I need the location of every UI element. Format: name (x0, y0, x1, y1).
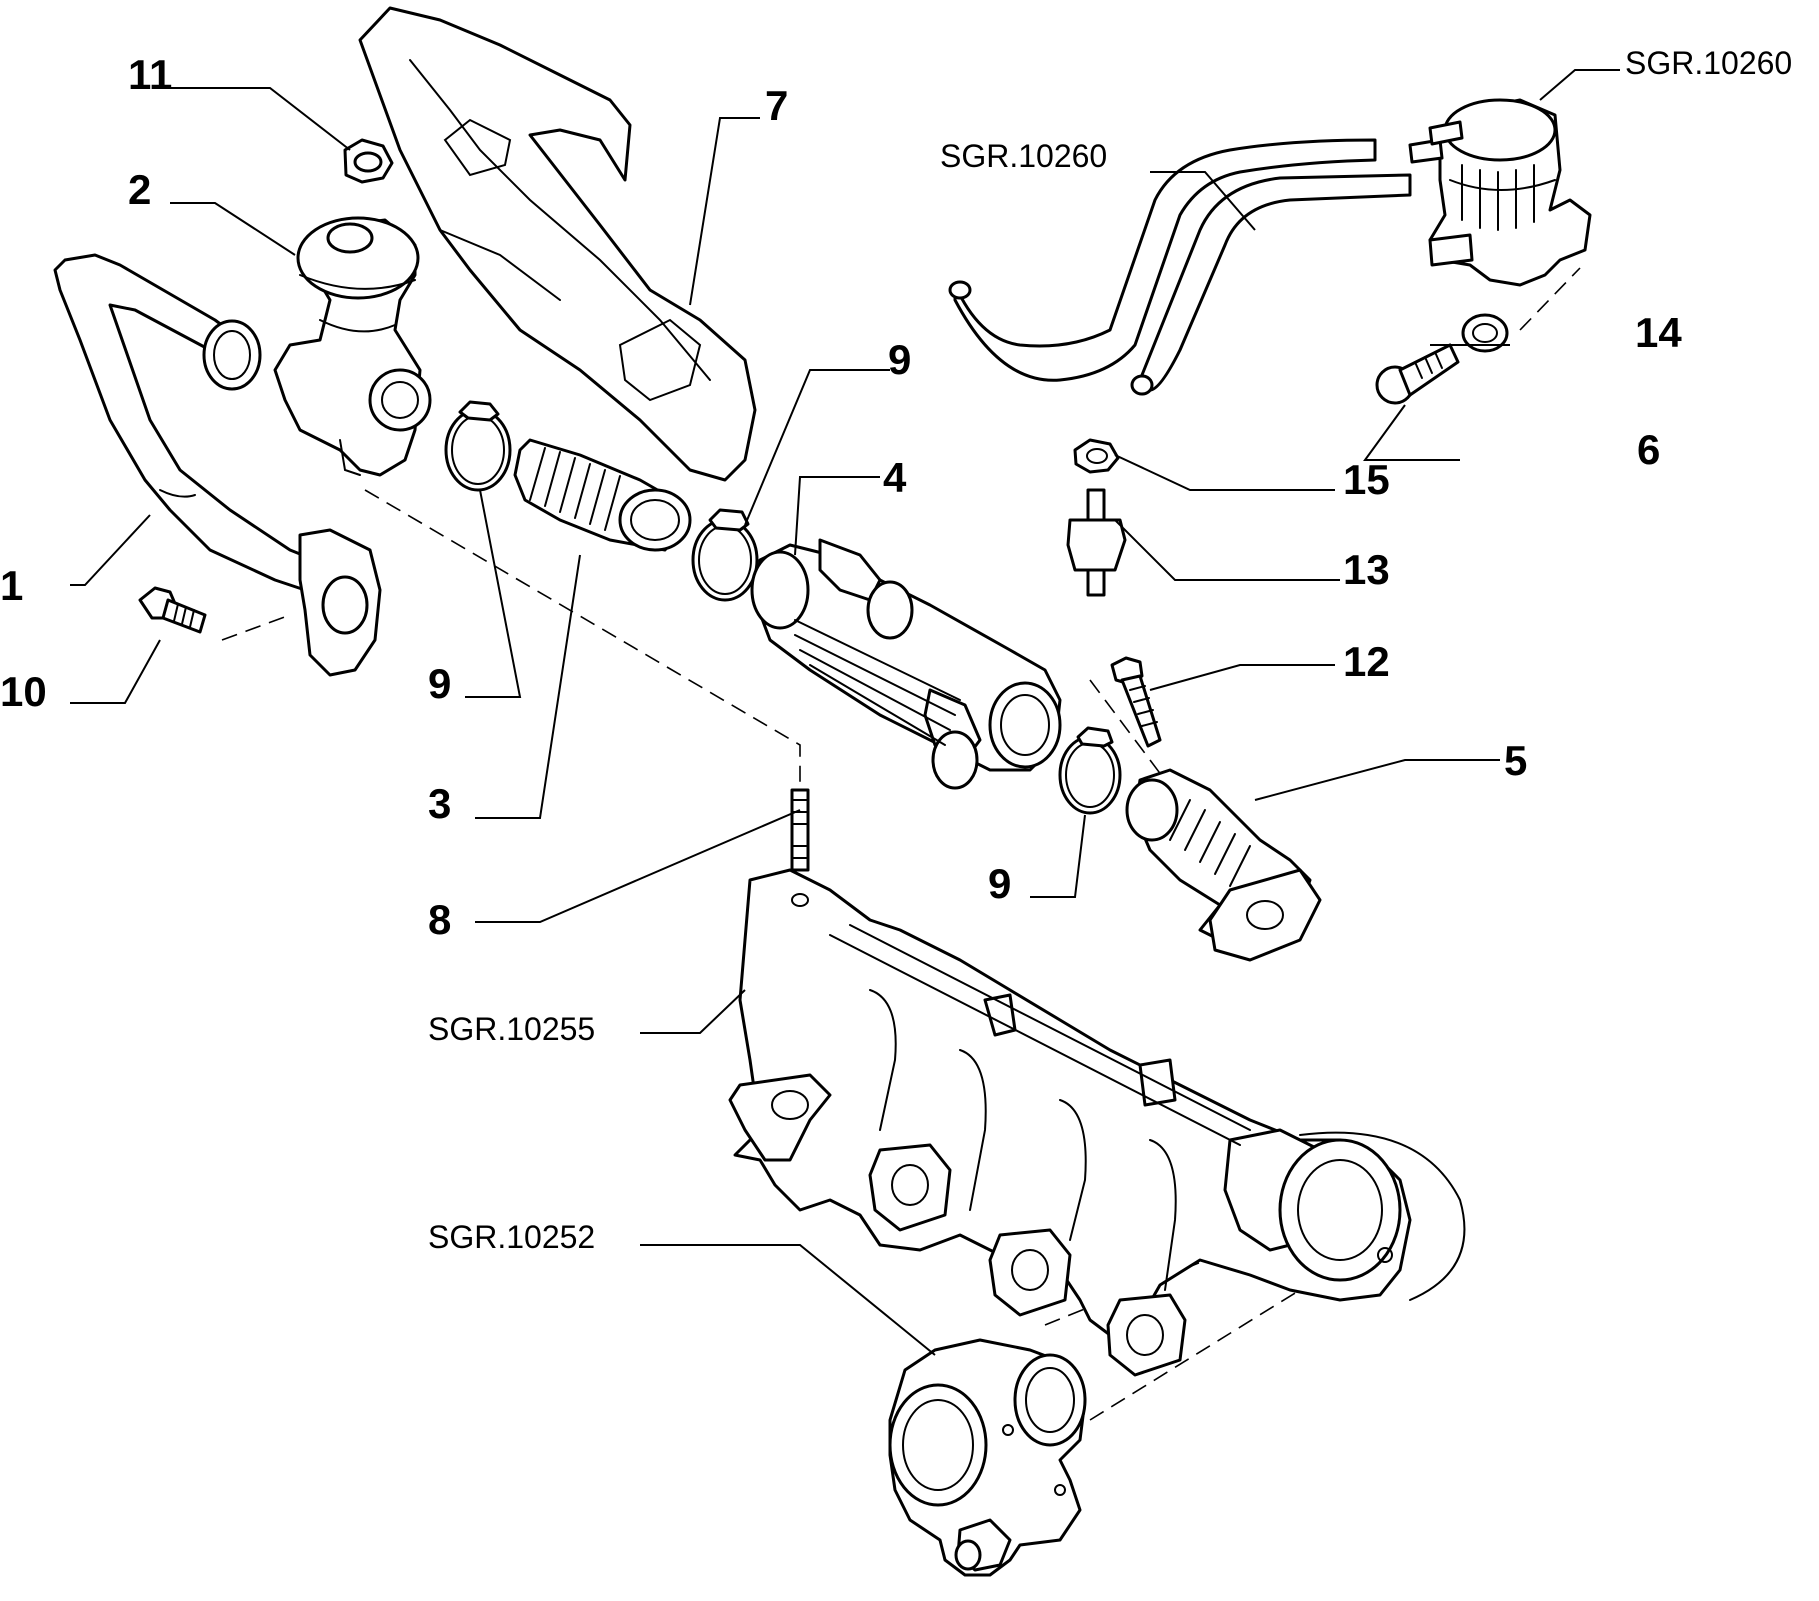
callout-9-left: 9 (428, 660, 451, 707)
reference-sgr-10252: SGR.10252 (428, 1219, 595, 1255)
callout-8: 8 (428, 896, 451, 943)
vacuum-hoses (948, 138, 1412, 396)
callout-3: 3 (428, 780, 451, 827)
callout-6: 6 (1637, 426, 1660, 473)
nut-part-11 (343, 138, 394, 184)
corrugated-hose (513, 438, 692, 552)
callout-labels: 1 2 3 4 5 6 7 8 9 9 9 10 11 12 13 14 15 (0, 51, 1682, 943)
rubber-mount-part-13 (1066, 488, 1127, 597)
egr-pipe (53, 253, 382, 677)
bolt-part-6 (1375, 343, 1460, 405)
reference-sgr-10255: SGR.10255 (428, 1011, 595, 1047)
callout-12: 12 (1343, 638, 1390, 685)
callout-11: 11 (128, 51, 172, 98)
egr-valve (273, 216, 432, 477)
reference-sgr-10260-top: SGR.10260 (1625, 45, 1792, 81)
bolt-part-10 (138, 586, 207, 634)
hose-clamp-middle (691, 508, 759, 602)
egr-cooler (750, 538, 1062, 790)
callout-15: 15 (1343, 456, 1390, 503)
callout-10: 10 (0, 668, 47, 715)
washer-part-14 (1461, 313, 1509, 353)
stud-part-8 (790, 788, 810, 872)
hose-clamp-left (444, 400, 512, 492)
hose-clamp-right (1058, 726, 1122, 815)
leader-lines (70, 69, 1620, 1356)
flexible-pipe-flange (1125, 768, 1322, 962)
intake-manifold (728, 868, 1466, 1377)
throttle-body (888, 1338, 1087, 1577)
callout-13: 13 (1343, 546, 1390, 593)
solenoid-valve (1408, 98, 1592, 287)
callout-9-right: 9 (988, 860, 1011, 907)
callout-1: 1 (0, 562, 23, 609)
reference-labels: SGR.10260 SGR.10260 SGR.10255 SGR.10252 (428, 45, 1792, 1255)
callout-9-middle: 9 (888, 336, 911, 383)
reference-sgr-10260-hoses: SGR.10260 (940, 138, 1107, 174)
callout-4: 4 (883, 454, 907, 501)
callout-14: 14 (1635, 309, 1682, 356)
nut-part-15 (1073, 438, 1120, 474)
callout-5: 5 (1504, 737, 1527, 784)
bolt-part-12 (1110, 656, 1162, 748)
callout-7: 7 (765, 82, 788, 129)
callout-2: 2 (128, 166, 151, 213)
heat-shield-bracket (358, 6, 757, 482)
